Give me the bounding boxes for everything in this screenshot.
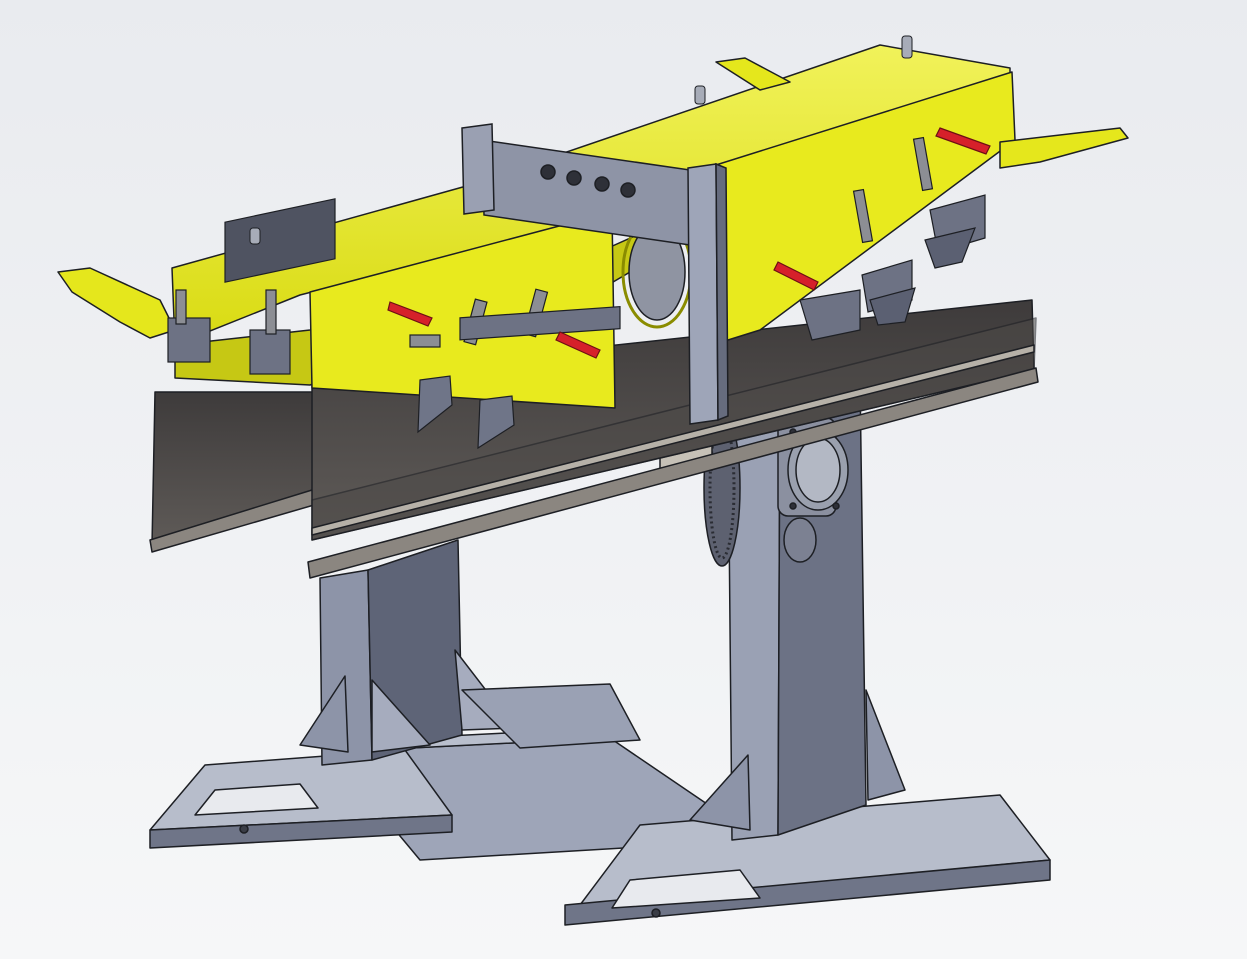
right-gusset-left <box>689 754 751 831</box>
cross-plate-hole-4 <box>620 182 636 198</box>
right-foot-side <box>564 859 1051 926</box>
left-foot-side <box>149 814 453 849</box>
right-tip <box>999 127 1129 169</box>
cross-plate-hole-1 <box>540 164 556 180</box>
front-post-side <box>715 162 729 422</box>
right-gusset-right <box>865 689 906 801</box>
toggle-clamp-icon <box>167 289 291 375</box>
rear-tip <box>715 57 791 91</box>
red-clamp-handles <box>387 127 991 359</box>
left-foot-bolt <box>239 824 249 834</box>
cross-plate-hole-2 <box>566 170 582 186</box>
right-clamps <box>799 136 986 341</box>
left-rear-foot <box>461 683 641 749</box>
left-gusset-front <box>299 675 349 753</box>
left-foot-slot <box>194 783 319 816</box>
center-post <box>461 123 729 425</box>
drive-lower-hub <box>783 517 817 563</box>
clamp-row <box>167 127 991 450</box>
front-post <box>687 163 719 425</box>
front-clamps <box>409 288 621 450</box>
front-side-wall <box>309 211 616 409</box>
base-frame <box>149 369 1051 926</box>
rear-post <box>461 123 495 215</box>
front-beam-strip <box>311 344 1035 536</box>
right-foot-bolt <box>651 908 661 918</box>
left-tip <box>57 267 176 339</box>
cross-plate-hole-3 <box>594 176 610 192</box>
locating-pins <box>249 35 913 245</box>
right-foot-slot <box>611 869 761 909</box>
left-gusset-mid <box>371 679 431 753</box>
locator-block-1 <box>224 198 336 283</box>
front-beam-flange <box>307 367 1039 579</box>
